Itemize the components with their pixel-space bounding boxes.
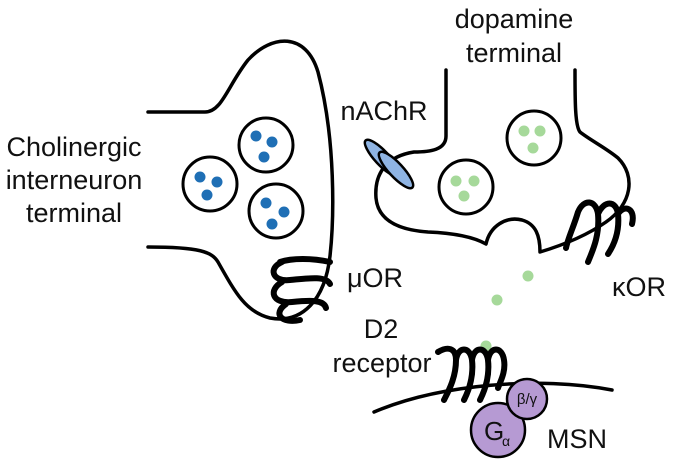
ach-dot [278, 206, 290, 218]
ach-vesicle-1 [237, 116, 295, 174]
da-vesicle-2 [437, 158, 495, 216]
beta-gamma-subunit [505, 377, 549, 421]
ach-dot [260, 197, 272, 209]
ach-dot [194, 171, 206, 183]
dopamine-terminal-membrane [374, 68, 631, 254]
mu-opioid-receptor [270, 256, 333, 324]
kappa-or-label: κOR [612, 272, 666, 302]
ach-dot [211, 176, 223, 188]
cholinergic-label-line1: Cholinergic [6, 132, 141, 162]
da-dot [534, 125, 546, 137]
ach-dot [250, 130, 262, 142]
da-vesicle-1 [505, 109, 563, 167]
released-dopamine-dot [522, 270, 534, 282]
g-alpha-subscript: α [502, 433, 510, 449]
cholinergic-label-line3: terminal [26, 198, 122, 228]
d2-label-line2: receptor [332, 348, 431, 378]
mu-or-label: μOR [347, 263, 403, 293]
ach-dot [266, 136, 278, 148]
kappa-opioid-receptor [563, 199, 636, 265]
da-dot [468, 175, 480, 187]
dopamine-label-line2: terminal [466, 38, 562, 68]
ach-dot [258, 151, 270, 163]
da-dot [450, 175, 462, 187]
nachr-receptor [363, 138, 415, 190]
nachr-label: nAChR [340, 96, 427, 126]
da-dot [518, 125, 530, 137]
released-dopamine-dot [491, 294, 503, 306]
ach-dot [266, 218, 278, 230]
msn-label: MSN [547, 424, 607, 454]
dopamine-label-line1: dopamine [455, 4, 574, 34]
cholinergic-terminal-membrane [146, 39, 335, 321]
da-dot [527, 142, 539, 154]
ach-vesicle-2 [181, 155, 239, 213]
ach-vesicle-3 [247, 182, 305, 240]
g-alpha-subunit [469, 401, 527, 459]
beta-gamma-label: β/γ [517, 391, 538, 408]
g-alpha-label: G [484, 416, 504, 446]
d2-label-line1: D2 [364, 314, 399, 344]
da-dot [458, 190, 470, 202]
cholinergic-label-line2: interneuron [6, 165, 143, 195]
ach-dot [201, 189, 213, 201]
d2-receptor [435, 345, 508, 403]
msn-membrane [372, 381, 614, 414]
